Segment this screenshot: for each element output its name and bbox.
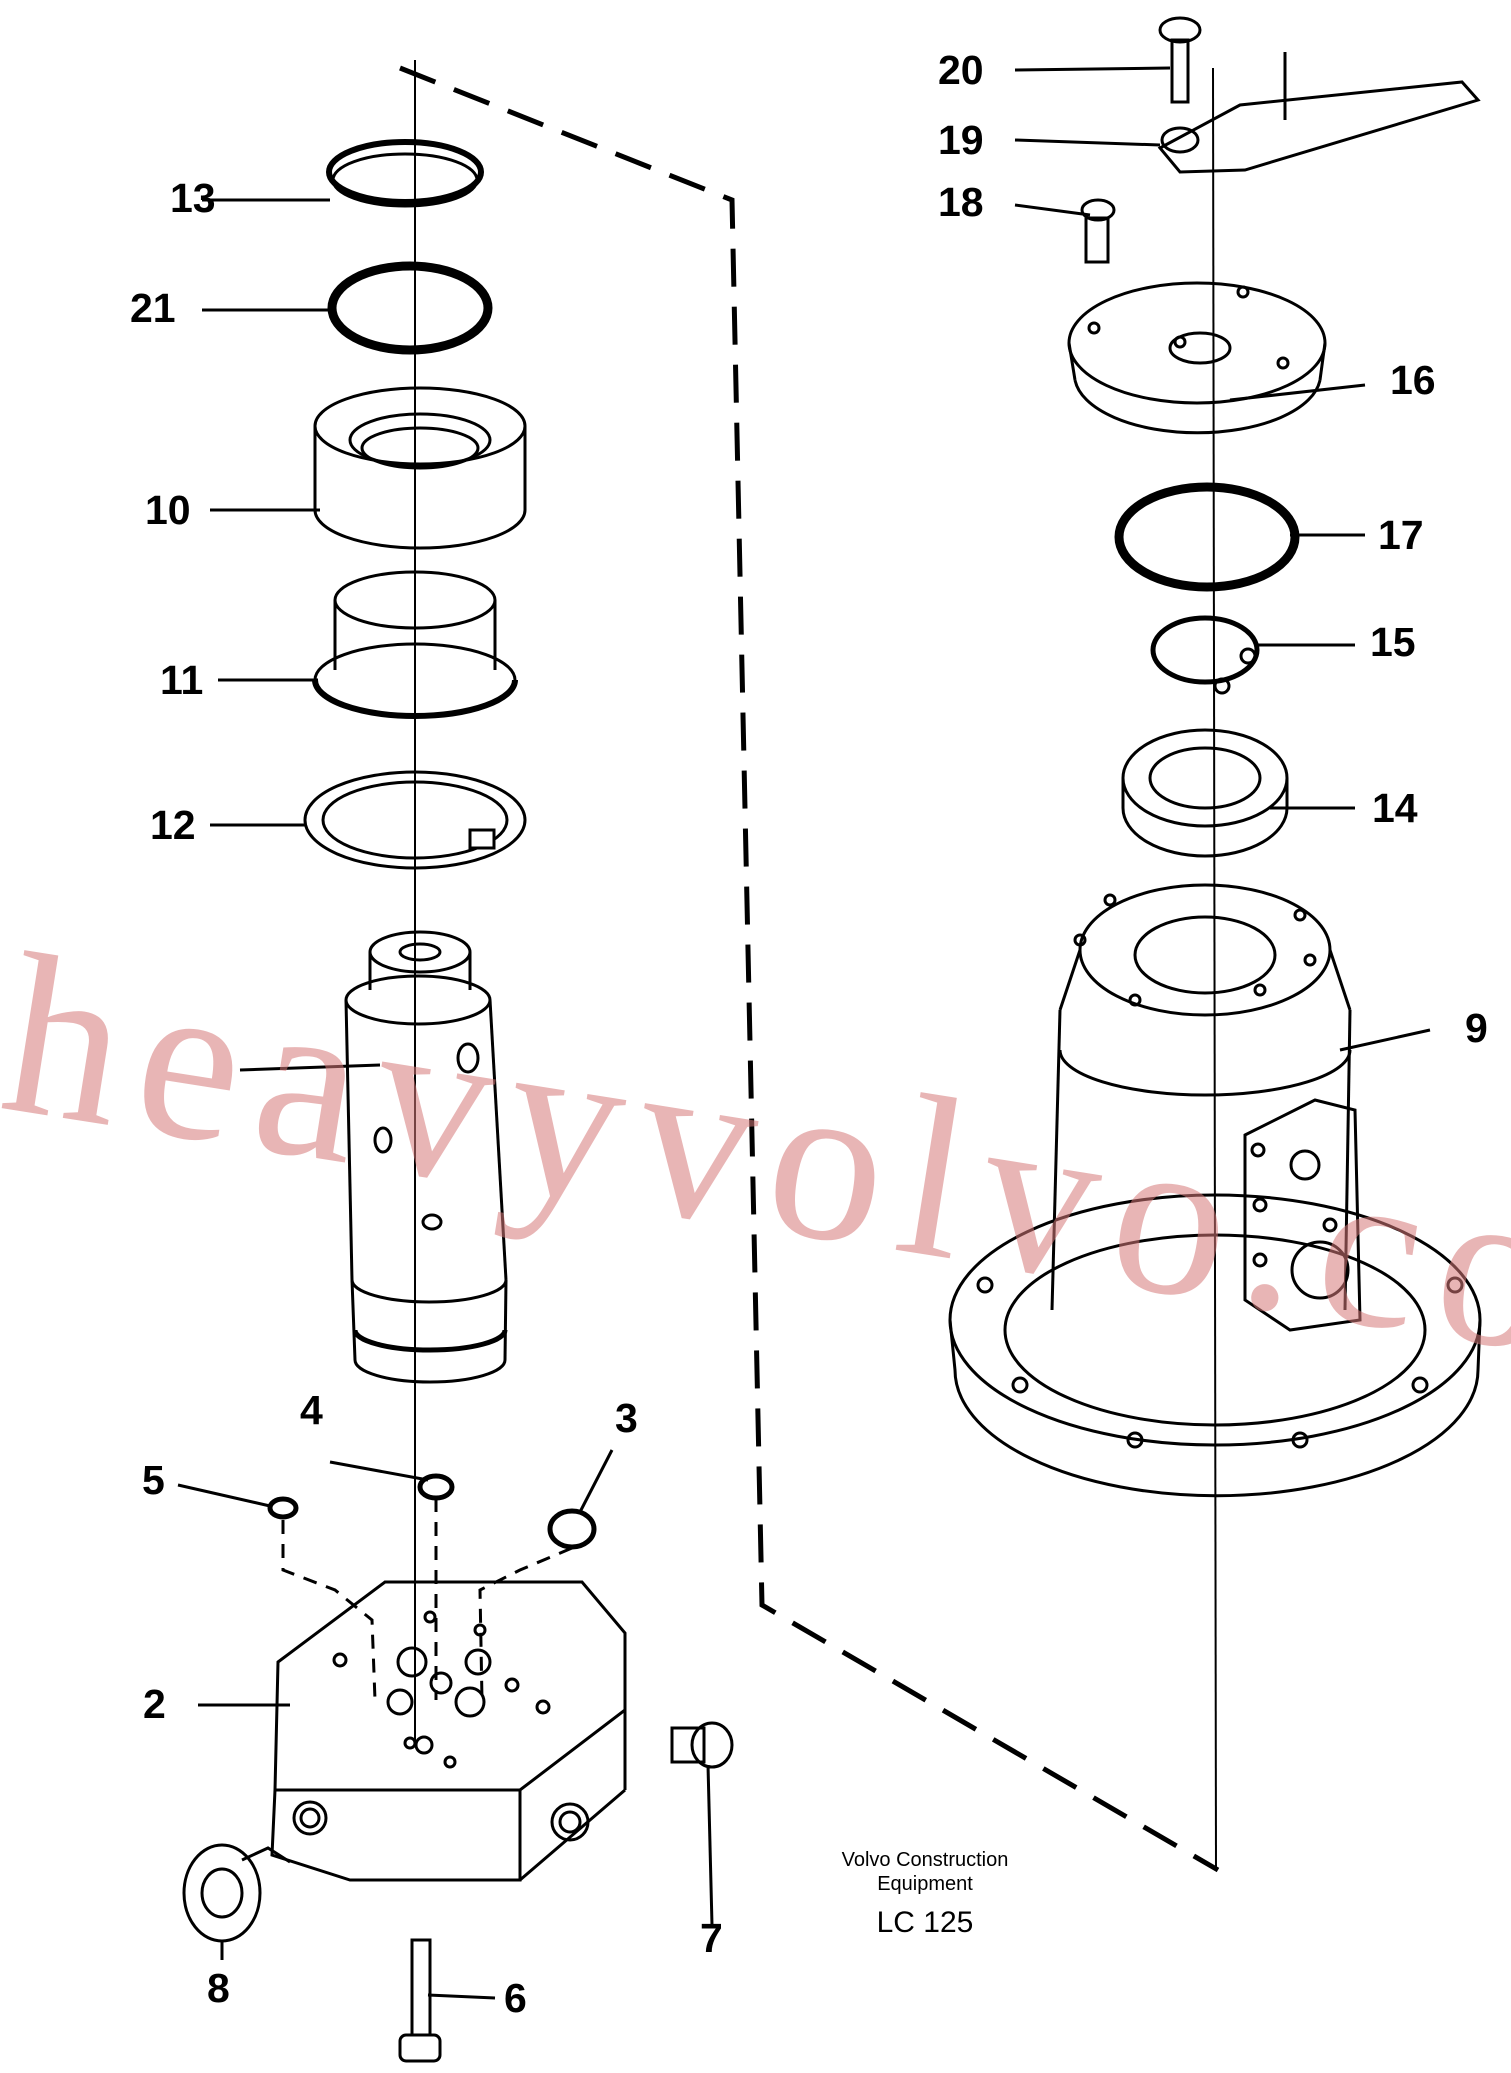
- callout-13: 13: [170, 175, 216, 221]
- callout-3: 3: [615, 1395, 638, 1441]
- publisher-caption: Volvo Construction Equipment: [810, 1848, 1040, 1896]
- shaft-part: [344, 930, 508, 1384]
- part-16-cover: [1067, 281, 1327, 435]
- part-15-circlip: [1150, 615, 1260, 695]
- part-5-oring: [267, 1496, 299, 1520]
- callout-9: 9: [1465, 1005, 1488, 1051]
- callout-12: 12: [150, 802, 196, 848]
- part-7-plug: [670, 1721, 734, 1769]
- assembly-dashed-outline: [399, 65, 1220, 1873]
- part-17-oring: [1114, 482, 1300, 592]
- part-3-oring: [547, 1508, 597, 1550]
- callout-17: 17: [1378, 512, 1424, 558]
- callout-18: 18: [938, 179, 984, 225]
- diagram-code: LC 125: [876, 1906, 974, 1939]
- callout-7: 7: [700, 1915, 723, 1961]
- part-18-screw: [1080, 198, 1116, 264]
- callout-5: 5: [142, 1457, 165, 1503]
- callout-11: 11: [160, 657, 204, 703]
- leader-lines: [177, 66, 1431, 2000]
- callout-2: 2: [143, 1681, 166, 1727]
- part-6-screw: [398, 1938, 442, 2063]
- callout-8: 8: [207, 1965, 230, 2011]
- part-10-housing: [313, 386, 527, 550]
- part-21-oring: [327, 261, 493, 355]
- callout-19: 19: [938, 117, 984, 163]
- part-8-plug: [182, 1843, 291, 1943]
- part-20-screw: [1158, 16, 1202, 104]
- callout-20: 20: [938, 47, 984, 93]
- caption-line-1: Volvo Construction: [841, 1849, 1009, 1871]
- callout-21: 21: [130, 285, 176, 331]
- part-14-bearing: [1121, 728, 1289, 858]
- part-9-housing: [948, 883, 1482, 1498]
- part-11-flange-bushing: [312, 570, 518, 719]
- callout-15: 15: [1370, 619, 1416, 665]
- part-2-distribution-block: [270, 1580, 627, 1882]
- oring-connection-lines: [281, 1498, 573, 1701]
- part-12-snap-ring: [303, 770, 527, 870]
- callout-10: 10: [145, 487, 191, 533]
- right-axis-line: [1212, 67, 1217, 1871]
- part-19-lock-plate: [1157, 52, 1481, 174]
- part-13-ring: [326, 139, 484, 208]
- callout-6: 6: [504, 1975, 527, 2021]
- callout-16: 16: [1390, 357, 1436, 403]
- callout-14: 14: [1372, 785, 1418, 831]
- callout-4: 4: [300, 1387, 323, 1433]
- caption-line-2: Equipment: [877, 1873, 973, 1895]
